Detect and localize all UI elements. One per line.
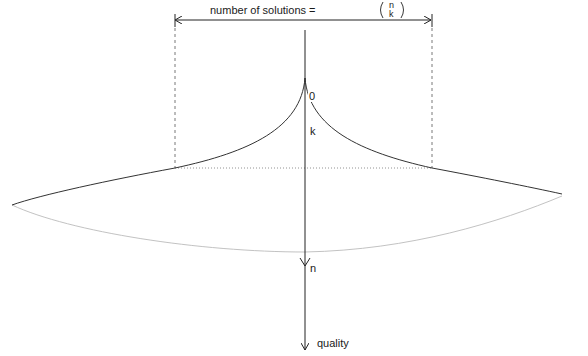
formula-text: number of solutions = [210,5,315,16]
extent-line [175,28,432,168]
solution-space-outline [12,196,562,252]
axis-mark: 0 [308,91,316,102]
cusp-curve [12,78,305,205]
axis-title: quality [317,338,349,349]
binomial-top: n [389,1,394,10]
axis-mark: k [309,126,317,137]
binomial-parentheses [381,2,404,18]
cusp-curve [305,78,562,194]
level-line [175,168,432,169]
binomial-bottom: k [389,10,394,19]
axis-mark: n [309,263,317,274]
quality-axis [305,30,306,350]
